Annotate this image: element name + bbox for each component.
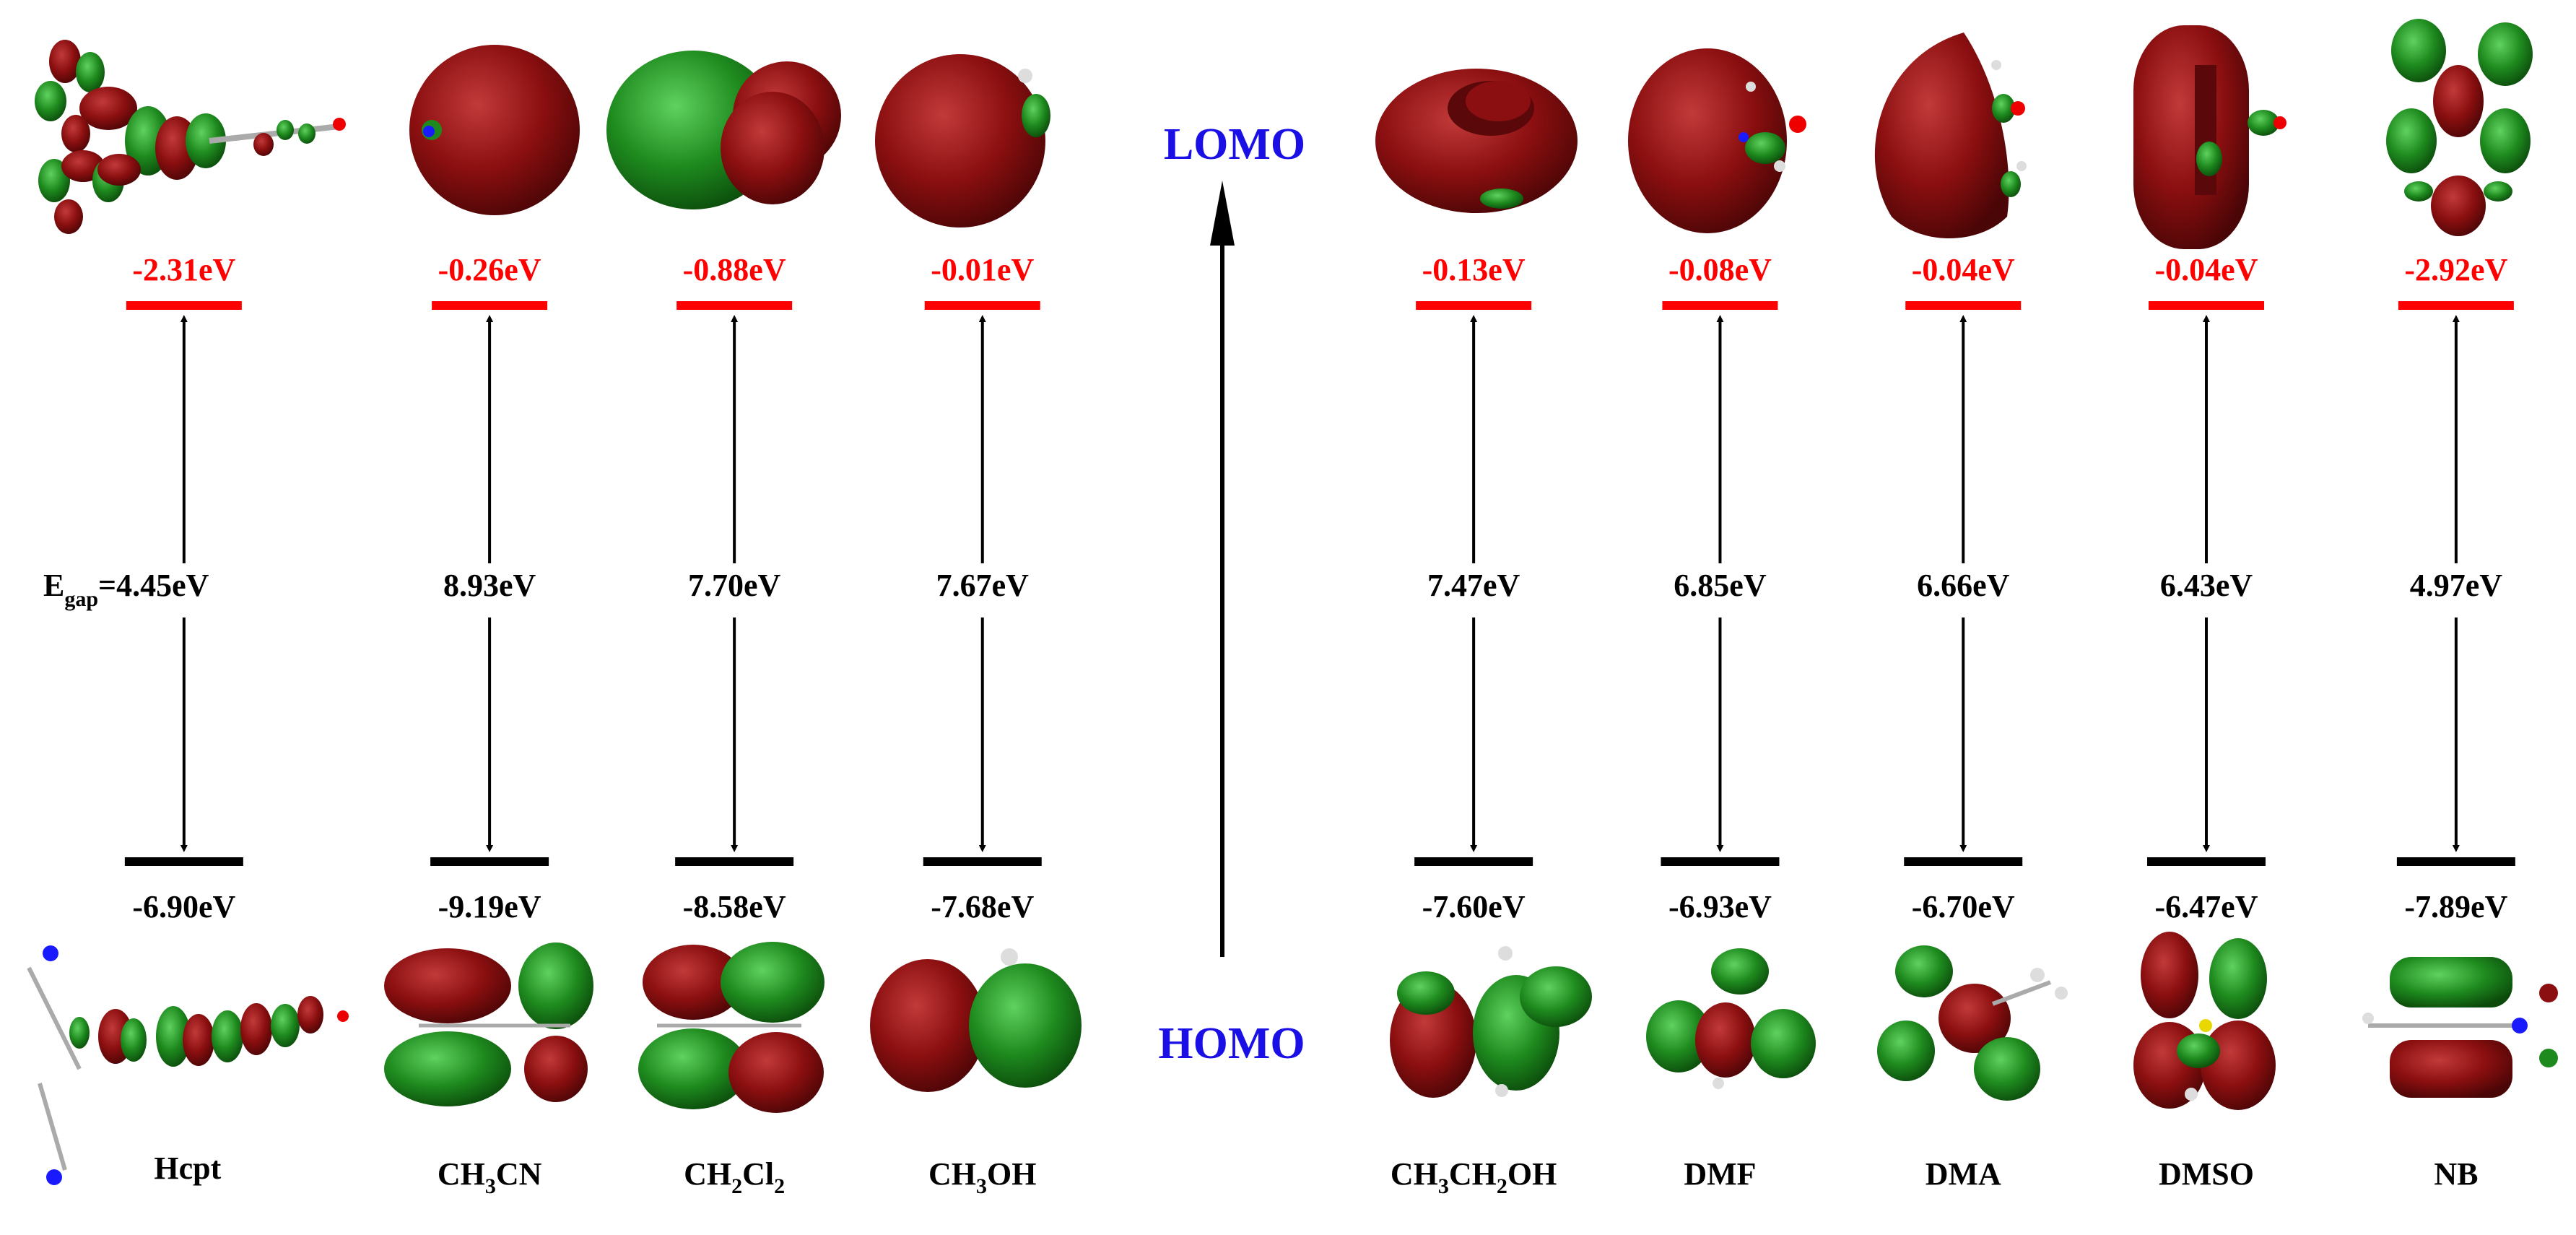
- ch3cn-lomo-orbital-image: [409, 45, 580, 215]
- gap-prefix-sub: gap: [64, 587, 98, 611]
- nb-homo-orbital-image: [2362, 957, 2558, 1098]
- ch3ch2oh-label-part: OH: [1507, 1156, 1557, 1192]
- ch3cn-homo-orbital-image: [384, 942, 593, 1106]
- molecule-column-dma: -0.04eV -6.70eV 6.66eV DMA: [1904, 252, 2023, 1192]
- ch3ch2oh-label-part: CH: [1449, 1156, 1497, 1192]
- ch2cl2-gap-value: 7.70eV: [688, 568, 781, 603]
- dma-gap-value: 6.66eV: [1917, 568, 2010, 603]
- dmf-homo-orbital-image: [1646, 948, 1816, 1089]
- ch3oh-homo-value: -7.68eV: [931, 889, 1034, 924]
- ch3ch2oh-label-part: 2: [1497, 1174, 1507, 1198]
- ch3cn-label-part: CN: [496, 1156, 542, 1192]
- hcpt-lomo-value: -2.31eV: [132, 252, 235, 287]
- dmf-lomo-orbital-image: [1628, 48, 1806, 233]
- nb-gap-value: 4.97eV: [2410, 568, 2503, 603]
- dmf-label-part: DMF: [1684, 1156, 1756, 1192]
- ch3oh-label-part: 3: [976, 1174, 987, 1198]
- ch3ch2oh-homo-value: -7.60eV: [1422, 889, 1526, 924]
- gap-prefix-main: E: [43, 568, 64, 603]
- ch3cn-label-part: 3: [485, 1174, 496, 1198]
- ch3oh-lomo-orbital-image: [875, 54, 1050, 228]
- ch3ch2oh-lomo-orbital-image: [1375, 69, 1578, 213]
- ch2cl2-label-part: 2: [774, 1174, 785, 1198]
- dmf-homo-value: -6.93eV: [1668, 889, 1772, 924]
- dma-lomo-value: -0.04eV: [1912, 252, 2015, 287]
- dmso-lomo-orbital-image: [2133, 25, 2286, 249]
- ch3ch2oh-label-part: CH: [1391, 1156, 1438, 1192]
- hcpt-label: Hcpt: [154, 1150, 221, 1186]
- molecule-column-dmf: -0.08eV -6.93eV 6.85eV DMF: [1661, 252, 1780, 1192]
- ch3cn-label: CH3CN: [438, 1156, 542, 1198]
- nb-homo-value: -7.89eV: [2404, 889, 2507, 924]
- hcpt-gap-number: 4.45eV: [116, 568, 209, 603]
- molecule-column-nb: -2.92eV -7.89eV 4.97eV NB: [2396, 252, 2515, 1192]
- molecule-column-dmso: -0.04eV -6.47eV 6.43eV DMSO: [2147, 252, 2266, 1192]
- dmf-gap-value: 6.85eV: [1674, 568, 1767, 603]
- ch2cl2-lomo-orbital-image: [606, 51, 841, 209]
- ch3ch2oh-homo-orbital-image: [1390, 946, 1592, 1098]
- molecule-column-ch3oh: -0.01eV -7.68eV 7.67eV CH3OH: [923, 252, 1042, 1198]
- nb-lomo-value: -2.92eV: [2404, 252, 2507, 287]
- hcpt-gap-value: Egap=4.45eV: [43, 568, 209, 611]
- ch2cl2-label-part: CH: [684, 1156, 731, 1192]
- ch3cn-label-part: CH: [438, 1156, 485, 1192]
- dma-homo-value: -6.70eV: [1912, 889, 2015, 924]
- ch3oh-label-part: OH: [987, 1156, 1036, 1192]
- ch2cl2-homo-orbital-image: [638, 942, 824, 1113]
- homo-axis-label: HOMO: [1158, 1019, 1305, 1068]
- dmso-label-part: DMSO: [2159, 1156, 2254, 1192]
- ch3ch2oh-gap-value: 7.47eV: [1427, 568, 1520, 603]
- ch3oh-label: CH3OH: [928, 1156, 1036, 1198]
- energy-axis: LOMO HOMO: [1158, 120, 1305, 1068]
- dmso-homo-orbital-image: [2133, 932, 2276, 1110]
- lomo-axis-label: LOMO: [1164, 120, 1305, 169]
- dma-label-part: DMA: [1926, 1156, 2001, 1192]
- gap-prefix-eq: =: [98, 568, 116, 603]
- ch2cl2-label-part: 2: [731, 1174, 742, 1198]
- molecule-columns: -2.31eV -6.90eV Egap=4.45eV Hcpt -0.26eV -9.1…: [43, 252, 2515, 1198]
- ch2cl2-label: CH2Cl2: [684, 1156, 785, 1198]
- energy-axis-arrowhead: [1210, 181, 1235, 246]
- ch3oh-lomo-value: -0.01eV: [931, 252, 1034, 287]
- dmf-lomo-value: -0.08eV: [1668, 252, 1772, 287]
- ch3cn-homo-value: -9.19eV: [438, 889, 541, 924]
- nb-label: NB: [2434, 1156, 2478, 1192]
- ch2cl2-label-part: Cl: [742, 1156, 774, 1192]
- dmso-gap-value: 6.43eV: [2160, 568, 2253, 603]
- dmso-homo-value: -6.47eV: [2155, 889, 2258, 924]
- ch2cl2-lomo-value: -0.88eV: [683, 252, 786, 287]
- molecule-column-hcpt: -2.31eV -6.90eV Egap=4.45eV Hcpt: [43, 252, 243, 1186]
- molecule-column-ch3cn: -0.26eV -9.19eV 8.93eV CH3CN: [430, 252, 549, 1198]
- ch3ch2oh-label-part: 3: [1438, 1174, 1449, 1198]
- dmf-label: DMF: [1684, 1156, 1756, 1192]
- ch2cl2-homo-value: -8.58eV: [683, 889, 786, 924]
- hcpt-homo-orbital-image: [27, 945, 349, 1185]
- ch3ch2oh-lomo-value: -0.13eV: [1422, 252, 1526, 287]
- hcpt-homo-value: -6.90eV: [132, 889, 235, 924]
- ch3oh-label-part: CH: [928, 1156, 976, 1192]
- dmso-lomo-value: -0.04eV: [2155, 252, 2258, 287]
- dma-lomo-orbital-image: [1874, 32, 2027, 238]
- ch3oh-gap-value: 7.67eV: [936, 568, 1030, 603]
- ch3oh-homo-orbital-image: [870, 948, 1082, 1092]
- dma-homo-orbital-image: [1877, 945, 2068, 1101]
- ch3cn-lomo-value: -0.26eV: [438, 252, 541, 287]
- orbital-images: [27, 19, 2558, 1185]
- dmso-label: DMSO: [2159, 1156, 2254, 1192]
- dma-label: DMA: [1926, 1156, 2001, 1192]
- hcpt-label-part: Hcpt: [154, 1150, 221, 1186]
- ch3cn-gap-value: 8.93eV: [443, 568, 536, 603]
- nb-label-part: NB: [2434, 1156, 2478, 1192]
- hcpt-lomo-orbital-image: [35, 40, 346, 234]
- ch3ch2oh-label: CH3CH2OH: [1391, 1156, 1557, 1198]
- nb-lomo-orbital-image: [2386, 19, 2533, 236]
